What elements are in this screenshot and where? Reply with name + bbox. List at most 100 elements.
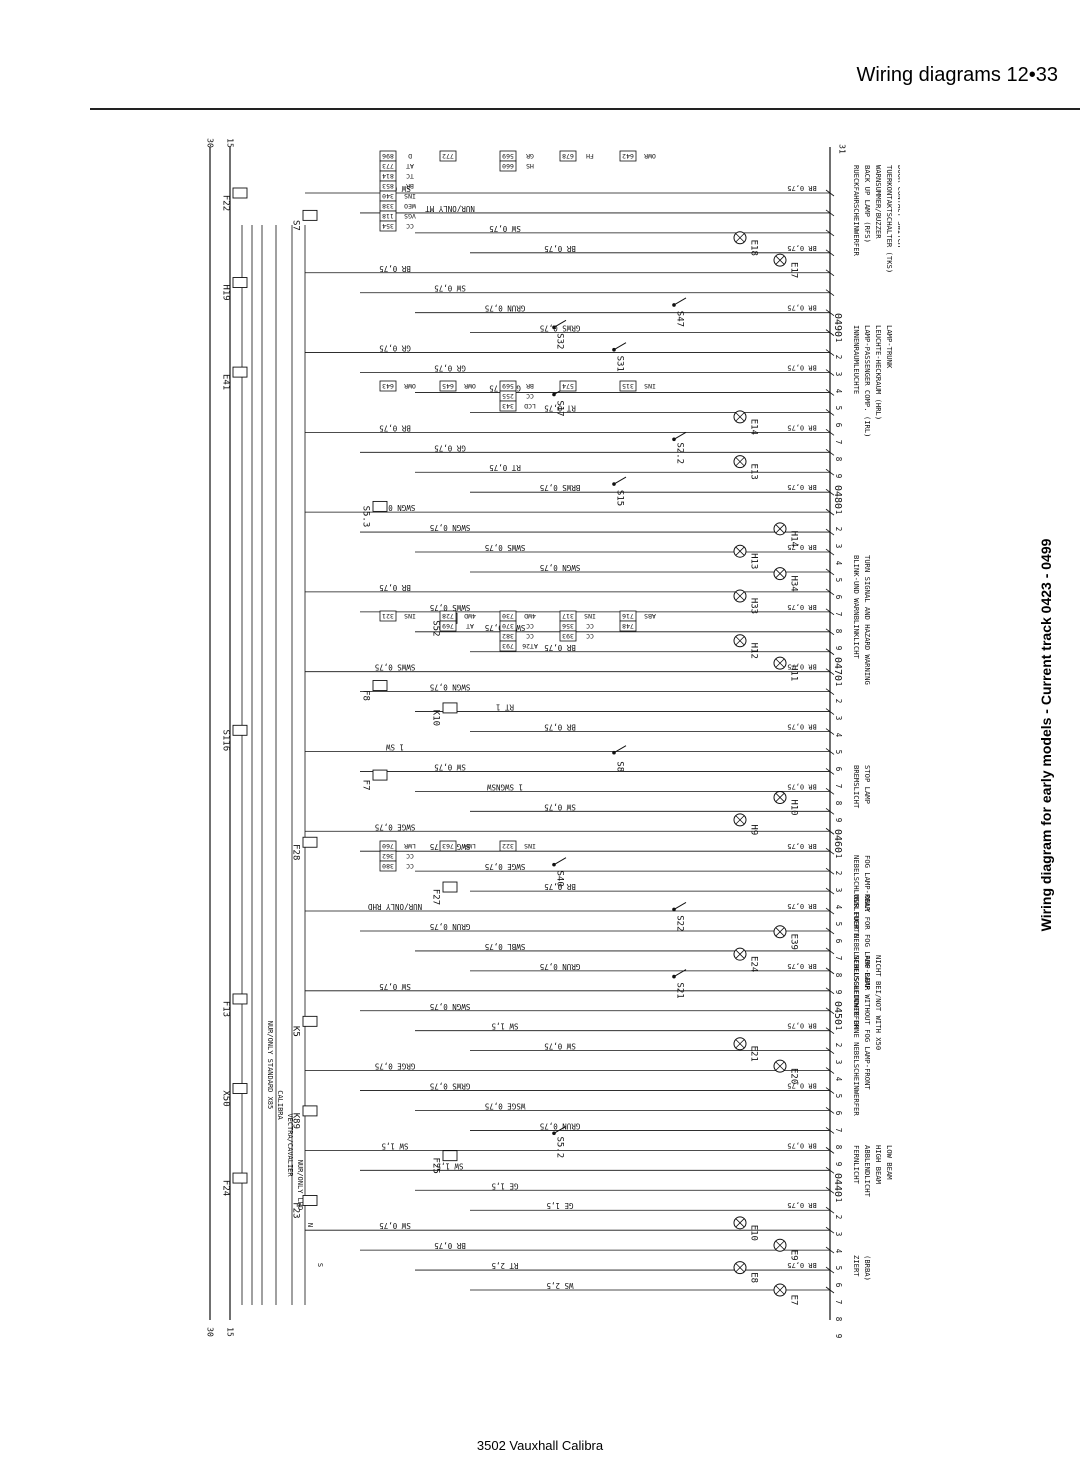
code-box-suffix: WEO: [404, 202, 416, 210]
switch-symbol: [613, 745, 627, 754]
page-footer: 3502 Vauxhall Calibra: [476, 1438, 604, 1453]
code-box-suffix: GR: [526, 152, 534, 160]
component-label: F22: [221, 195, 231, 211]
code-box-suffix: CC: [586, 632, 594, 640]
wire-label: GRWS 0,75: [430, 1082, 471, 1091]
track-digit: 4: [834, 1077, 843, 1082]
misc-label: N: [306, 1223, 314, 1227]
connector-tick: [825, 847, 835, 855]
component-label: E24: [749, 956, 759, 972]
component-label: H33: [749, 598, 759, 614]
track-digit: 8: [834, 1317, 843, 1322]
code-box-cell: [559, 380, 577, 392]
ground-wire-label: BR 0,75: [787, 962, 817, 970]
fuse-symbol: [232, 1083, 248, 1094]
component-label: S31: [615, 356, 625, 372]
connector-tick: [825, 349, 835, 356]
track-digit: 6: [834, 423, 843, 428]
wire-label: SW 0,75: [434, 762, 466, 771]
ground-wire-label: BR 0,75: [787, 543, 817, 551]
track-digit: 3: [834, 372, 843, 377]
code-box-number: 716: [622, 612, 634, 620]
lamp-cross: [735, 457, 745, 466]
connector-tick: [825, 508, 835, 516]
wire-label: 1 SW: [385, 742, 404, 751]
component-label: S8: [615, 761, 625, 772]
track-digit: 4: [834, 389, 843, 394]
component-label: H13: [749, 553, 759, 569]
connector-tick: [825, 1027, 835, 1035]
code-box-suffix: TC: [406, 172, 414, 180]
component-label: E41: [221, 374, 231, 390]
connector-tick: [825, 1266, 835, 1274]
track-digit: 7: [834, 1128, 843, 1133]
track-digit: 4: [834, 733, 843, 738]
lamp-cross: [735, 1263, 745, 1272]
track-digit: 9: [834, 1162, 843, 1167]
ground-rail-label: 31: [838, 144, 847, 154]
track-digit: 3: [834, 1060, 843, 1065]
lamp-cross: [735, 815, 745, 825]
caption-line: NEBELSCHLUSSLEUCHTE: [852, 855, 861, 937]
code-box-cell: [559, 630, 577, 642]
track-digit: 9: [834, 646, 843, 651]
code-box-suffix: INS: [644, 382, 656, 390]
wire-label: GRUN 0,75: [430, 922, 471, 931]
ground-wire-label: BR 0,75: [787, 423, 817, 431]
wire-label: BR 0,75: [544, 244, 576, 253]
wire-label: RT 0,75: [544, 403, 576, 412]
track-digit: 6: [834, 939, 843, 944]
fuse-symbol: [442, 881, 458, 893]
code-box-cell: [619, 620, 637, 632]
track-digit: 2: [834, 1215, 843, 1220]
switch-symbol: [673, 297, 687, 306]
component-label: F7: [361, 780, 371, 791]
code-box-number: 321: [382, 612, 394, 620]
caption-line: HIGH BEAM: [874, 1145, 883, 1185]
wire-label: SWGN 0,75: [430, 1002, 471, 1011]
wire-label: GRGE 0,75: [375, 1062, 416, 1071]
component-label: S7: [291, 220, 301, 231]
track-digit: 1: [834, 1198, 843, 1203]
wire-label: GE 1,5: [546, 1201, 573, 1210]
wire-label: GRUN 0,75: [485, 304, 526, 313]
track-digit: 1: [834, 854, 843, 859]
code-box-number: 370: [502, 622, 514, 630]
code-box-number: 642: [622, 152, 634, 160]
wire-label: SW 1,5: [436, 1161, 463, 1170]
ground-wire-label: BR 0,75: [787, 663, 817, 671]
code-box-suffix: HS: [526, 162, 534, 170]
connector-tick: [825, 1087, 835, 1094]
code-box-suffix: AT: [466, 622, 474, 630]
wire-label: SW 0,75: [379, 982, 411, 991]
connector-tick: [825, 807, 835, 815]
code-box-cell: [439, 620, 457, 632]
code-box-cell: [439, 380, 457, 392]
switch-symbol: [673, 969, 687, 978]
connector-tick: [825, 1226, 835, 1234]
code-box-suffix: CC: [526, 392, 534, 400]
switch-contact: [612, 750, 616, 755]
caption-line: ONLY FOR FOG LAMP-REAR WITHOUT FOG LAMP-…: [863, 895, 872, 1090]
code-box-suffix: CC: [406, 852, 414, 860]
switch-contact: [672, 974, 676, 979]
wire-label: SW 0,75: [544, 802, 576, 811]
fuse-symbol: [232, 366, 248, 378]
ground-wire-label: BR 0,75: [787, 1082, 817, 1090]
code-box-number: 356: [562, 622, 574, 630]
connector-tick: [825, 608, 835, 616]
connector-tick: [825, 448, 835, 456]
code-box-number: 255: [502, 392, 514, 400]
track-digit: 8: [834, 629, 843, 634]
track-digit: 1: [834, 338, 843, 343]
component-label: K89: [291, 1113, 301, 1129]
connector-tick: [825, 249, 835, 257]
component-label: E21: [749, 1046, 759, 1062]
component-label: S47: [675, 311, 685, 327]
code-box-suffix: LWR: [404, 842, 416, 850]
switch-contact: [552, 392, 556, 397]
caption-line: (BRBA): [863, 1255, 872, 1281]
switch-contact: [552, 325, 556, 330]
code-box-number: 569: [502, 382, 514, 390]
page-header: Wiring diagrams 12•33: [856, 64, 1058, 86]
